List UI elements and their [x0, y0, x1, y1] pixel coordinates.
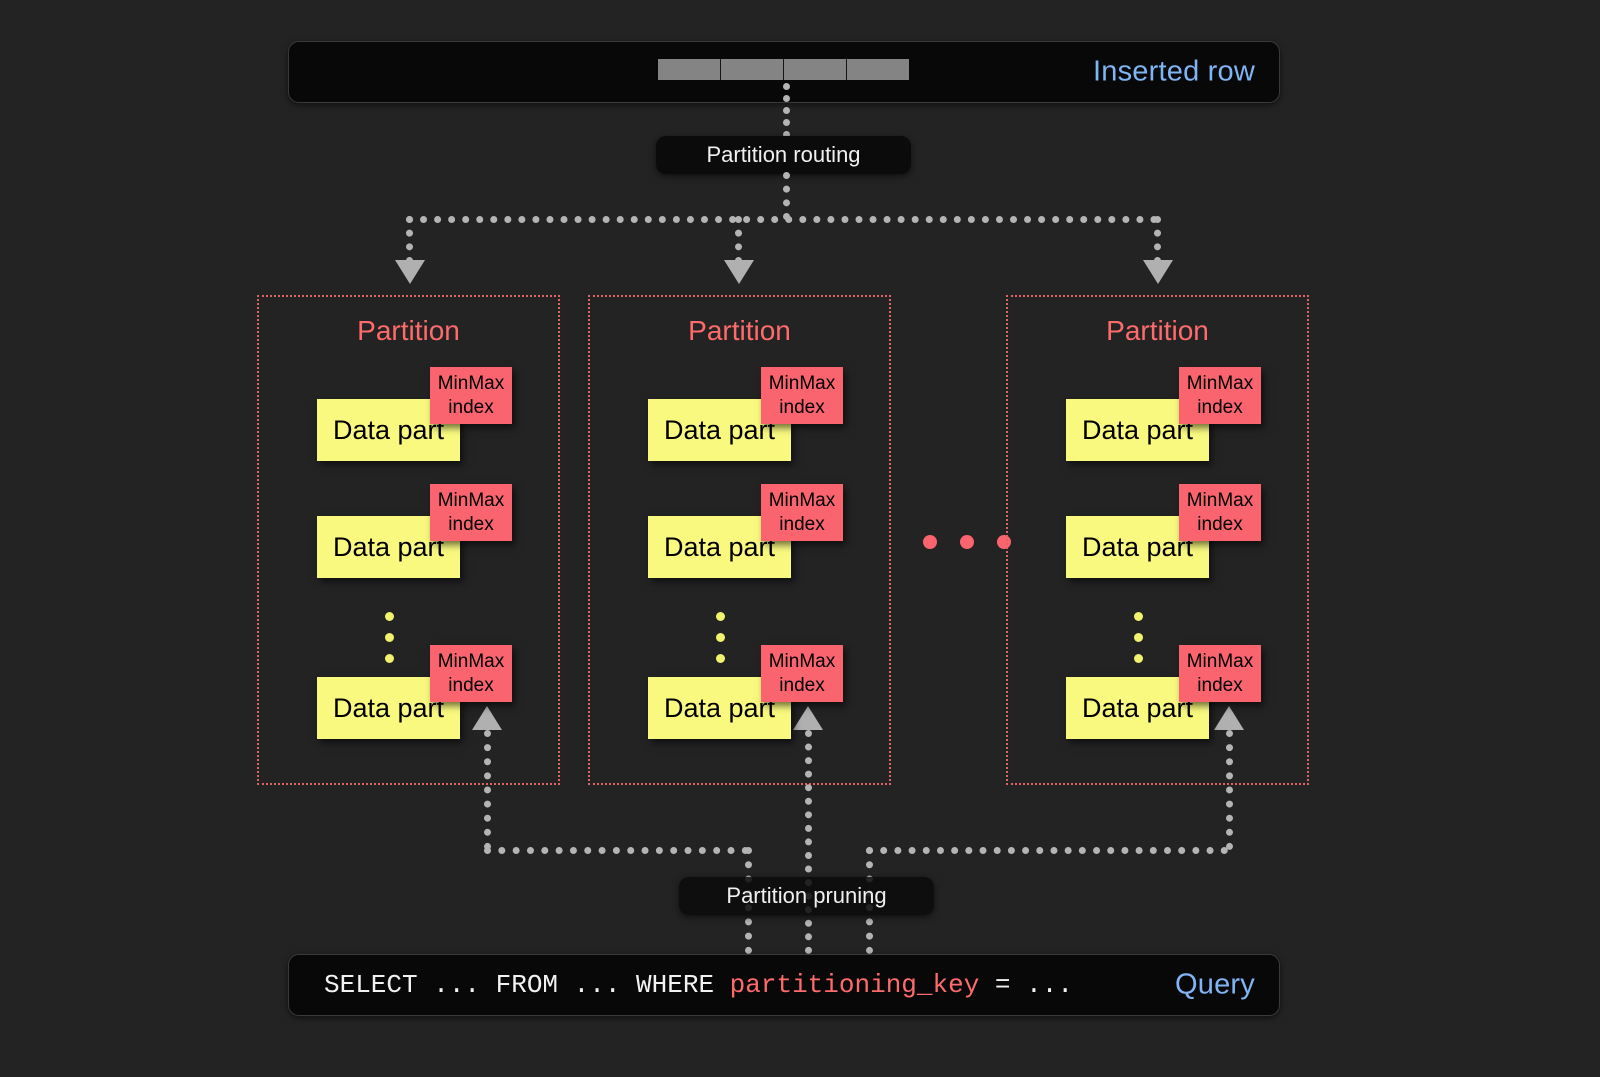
vertical-ellipsis	[1134, 612, 1143, 663]
connector-row-to-routing	[783, 83, 790, 138]
minmax-index-box[interactable]: MinMax index	[430, 484, 512, 541]
row-cell	[658, 59, 721, 80]
connector-routing-to-bus	[783, 172, 790, 220]
minmax-index-box[interactable]: MinMax index	[761, 367, 843, 424]
row-cell	[784, 59, 847, 80]
minmax-index-box[interactable]: MinMax index	[430, 645, 512, 702]
arrowhead-into-data-part-2	[793, 706, 823, 730]
connector-prune-bus-left	[484, 847, 749, 854]
arrowhead-into-partition-1	[395, 260, 425, 284]
minmax-line-2: index	[1197, 513, 1243, 535]
minmax-line-2: index	[448, 513, 494, 535]
connector-partition-2-up	[805, 730, 812, 954]
minmax-line-2: index	[779, 674, 825, 696]
minmax-line-2: index	[779, 513, 825, 535]
query-text: SELECT ... FROM ... WHERE partitioning_k…	[324, 970, 1073, 1000]
minmax-index-box[interactable]: MinMax index	[761, 484, 843, 541]
arrowhead-into-partition-3	[1143, 260, 1173, 284]
minmax-line-1: MinMax	[768, 489, 836, 511]
partition-routing-label: Partition routing	[656, 136, 911, 174]
connector-routing-bus	[406, 216, 1158, 223]
minmax-index-box[interactable]: MinMax index	[1179, 645, 1261, 702]
minmax-line-1: MinMax	[768, 650, 836, 672]
data-part-box[interactable]: Data part	[648, 516, 791, 578]
minmax-index-box[interactable]: MinMax index	[430, 367, 512, 424]
partition-title: Partition	[688, 315, 791, 346]
query-keyword: partitioning_key	[729, 970, 980, 1000]
connector-partition-3-up	[1226, 730, 1233, 850]
minmax-line-2: index	[1197, 674, 1243, 696]
minmax-line-1: MinMax	[437, 489, 505, 511]
connector-bus-drop-1	[406, 216, 413, 264]
partition-box-2[interactable]: Partition Data part MinMax index Data pa…	[588, 295, 891, 785]
row-cell	[847, 59, 909, 80]
partition-title: Partition	[1106, 315, 1209, 346]
partition-box-3[interactable]: Partition Data part MinMax index Data pa…	[1006, 295, 1309, 785]
inserted-row-label: Inserted row	[1093, 55, 1255, 88]
vertical-ellipsis	[716, 612, 725, 663]
connector-prune-bus-right	[866, 847, 1228, 854]
partition-title: Partition	[357, 315, 460, 346]
minmax-line-2: index	[448, 674, 494, 696]
connector-partition-1-up	[484, 730, 491, 850]
query-prefix: SELECT ... FROM ... WHERE	[324, 970, 730, 1000]
minmax-index-box[interactable]: MinMax index	[761, 645, 843, 702]
minmax-line-1: MinMax	[1186, 489, 1254, 511]
query-label: Query	[1175, 968, 1255, 1001]
minmax-line-1: MinMax	[1186, 372, 1254, 394]
minmax-line-1: MinMax	[437, 650, 505, 672]
arrowhead-into-data-part-3	[1214, 706, 1244, 730]
query-suffix: = ...	[979, 970, 1073, 1000]
query-bar: SELECT ... FROM ... WHERE partitioning_k…	[288, 954, 1280, 1016]
arrowhead-into-data-part-1	[472, 706, 502, 730]
minmax-index-box[interactable]: MinMax index	[1179, 367, 1261, 424]
data-part-box[interactable]: Data part	[317, 399, 460, 461]
connector-bus-drop-3	[1154, 216, 1161, 264]
minmax-line-1: MinMax	[768, 372, 836, 394]
minmax-line-2: index	[1197, 396, 1243, 418]
partition-box-1[interactable]: Partition Data part MinMax index Data pa…	[257, 295, 560, 785]
minmax-line-2: index	[448, 396, 494, 418]
minmax-index-box[interactable]: MinMax index	[1179, 484, 1261, 541]
minmax-line-2: index	[779, 396, 825, 418]
minmax-line-1: MinMax	[1186, 650, 1254, 672]
data-part-box[interactable]: Data part	[317, 677, 460, 739]
connector-bus-drop-2	[735, 216, 742, 264]
row-cell	[721, 59, 784, 80]
arrowhead-into-partition-2	[724, 260, 754, 284]
partition-ellipsis	[923, 535, 1011, 549]
partition-pruning-label: Partition pruning	[679, 877, 934, 915]
minmax-line-1: MinMax	[437, 372, 505, 394]
vertical-ellipsis	[385, 612, 394, 663]
inserted-row-cells	[658, 59, 909, 80]
